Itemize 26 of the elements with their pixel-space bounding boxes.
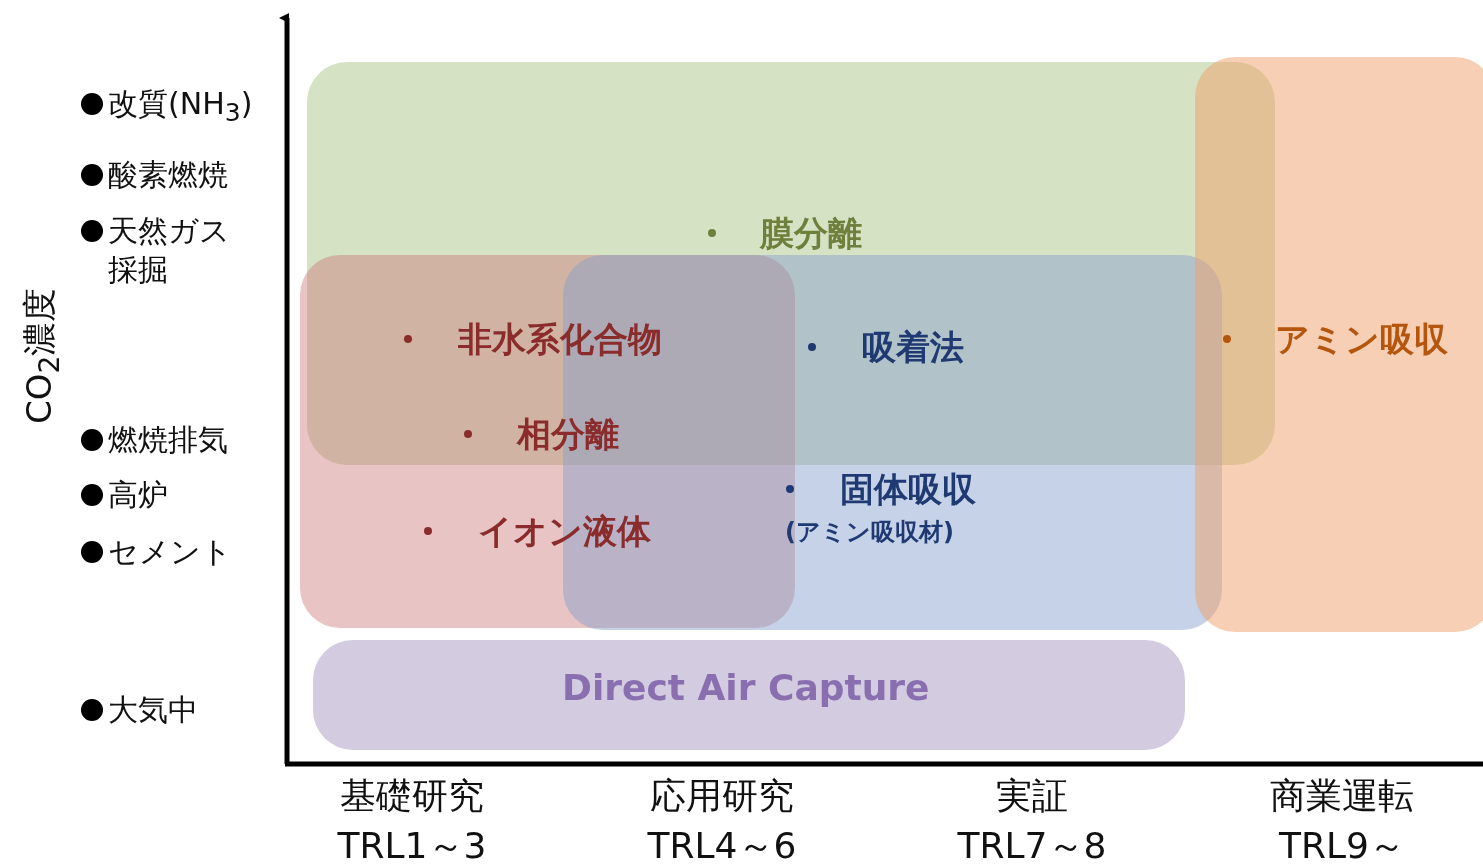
- trl-label: TRL1～3: [336, 828, 488, 864]
- technology-label: アミン吸収: [1275, 322, 1448, 356]
- stage-label: 応用研究: [649, 778, 795, 814]
- source-label: 高炉: [108, 476, 168, 514]
- source-label: セメント: [108, 533, 232, 571]
- technology-label: 膜分離: [760, 216, 862, 250]
- stage-label: 実証: [995, 778, 1069, 814]
- trl-label: TRL4～6: [646, 828, 798, 864]
- technology-region: [1195, 57, 1483, 632]
- trl-label: TRL7～8: [956, 828, 1108, 864]
- trl-label: TRL9～: [1278, 828, 1406, 864]
- source-label: 酸素燃焼: [108, 156, 228, 194]
- stage-label: 基礎研究: [339, 778, 485, 814]
- source-label: 改質(NH$_{3}$): [108, 85, 253, 129]
- technology-label: 相分離: [517, 417, 619, 451]
- technology-label: イオン液体: [478, 514, 651, 548]
- stage-label: 商業運転: [1269, 778, 1415, 814]
- source-label: 大気中: [108, 691, 198, 729]
- technology-label: (アミン吸収材): [785, 520, 954, 544]
- technology-label: 吸着法: [862, 330, 964, 364]
- technology-region: [313, 640, 1185, 750]
- source-label: 天然ガス採掘: [108, 212, 231, 289]
- source-label: 燃焼排気: [108, 421, 228, 459]
- technology-label: Direct Air Capture: [562, 670, 930, 706]
- technology-label: 非水系化合物: [458, 322, 662, 356]
- technology-label: 固体吸収: [840, 472, 976, 506]
